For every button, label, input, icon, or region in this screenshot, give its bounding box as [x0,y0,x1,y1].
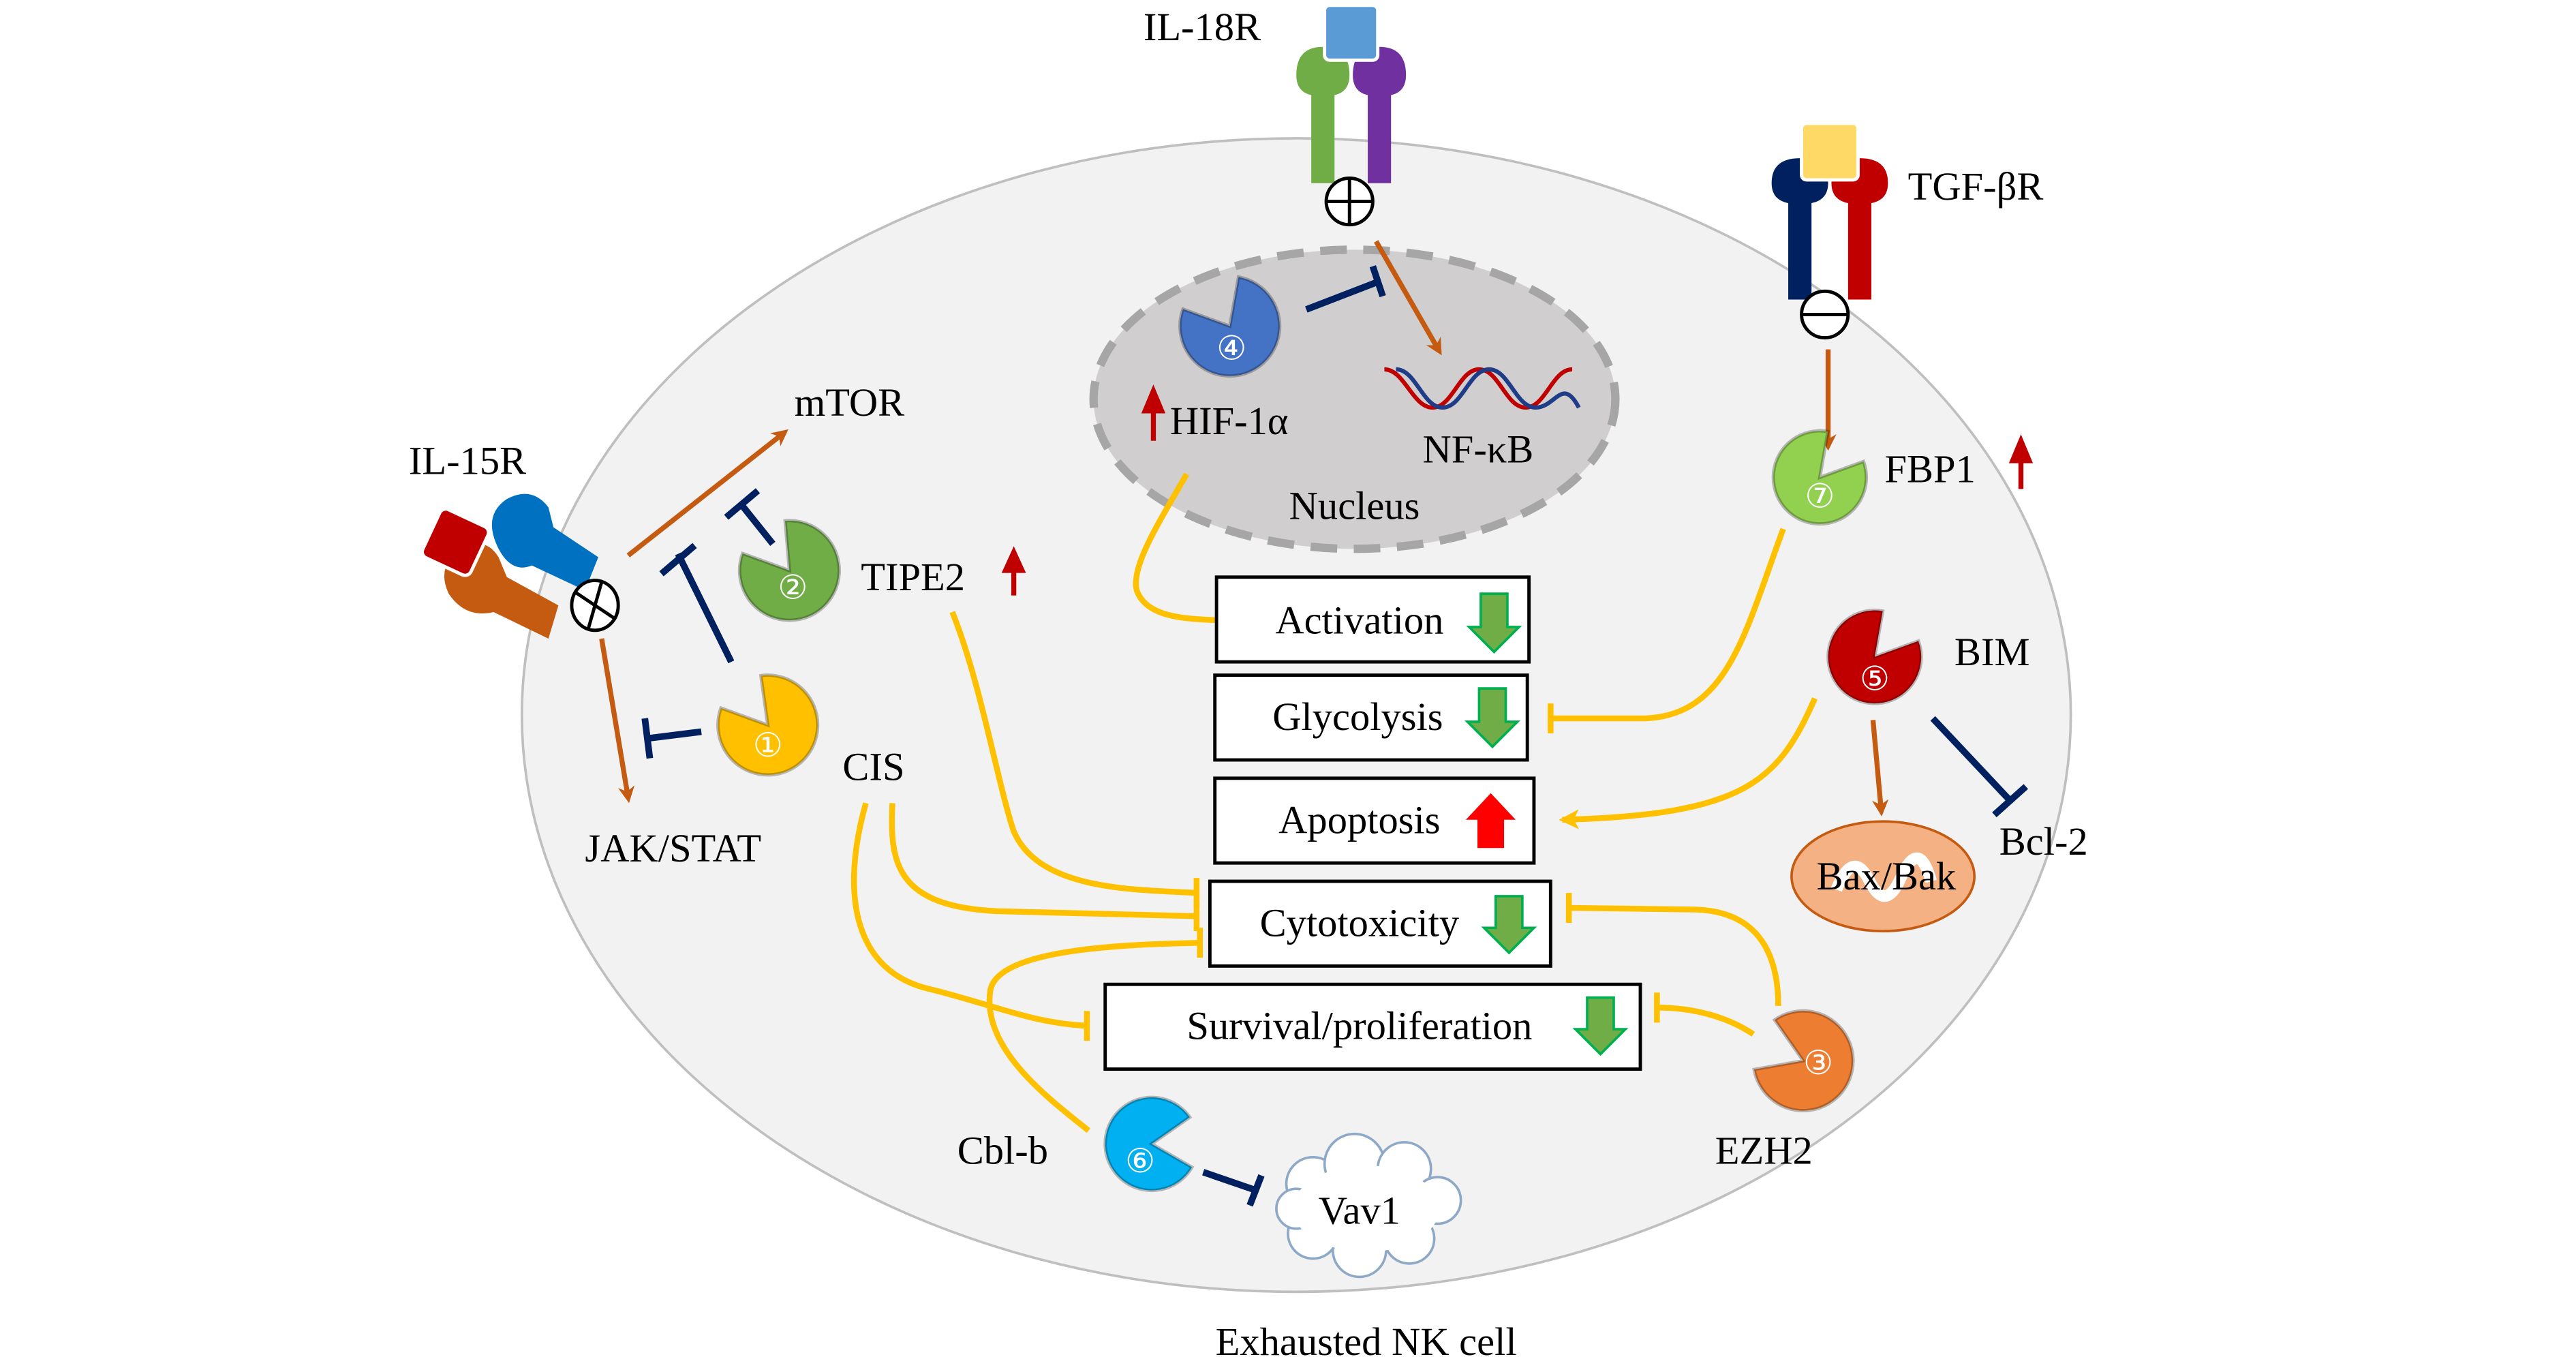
vav1-cloud [1275,1132,1462,1279]
bim-label: BIM [1954,630,2030,674]
effect-bim-apoptosis [1559,697,1818,829]
svg-text:Survival/proliferation: Survival/proliferation [1186,1004,1532,1048]
hif-up-marker [1141,384,1166,441]
enzyme-4-shape [1178,275,1282,378]
arrow-bim-to-baxbak [1870,720,1889,817]
tipe2-up-marker [1001,546,1026,596]
enzyme-2-shape [737,519,841,622]
fbp1-label: FBP1 [1884,447,1975,491]
outcome-apoptosis: Apoptosis [1213,776,1536,865]
arrow-il15r-to-mtor [626,429,788,558]
bcl2-label: Bcl-2 [1999,819,2088,864]
inhibit-enzyme1-jakstat [641,718,702,759]
down-arrow-icon [1466,592,1522,654]
nfkb-label: NF-κB [1423,427,1534,471]
il18r-label: IL-18R [1144,5,1261,49]
outcome-cytotoxicity: Cytotoxicity [1208,879,1552,968]
effect-ezh2-cytotoxicity [1565,893,1781,1006]
svg-text:Apoptosis: Apoptosis [1278,797,1440,842]
down-arrow-icon [1572,996,1629,1056]
effect-ezh2-survival [1654,992,1755,1037]
tgfbr-label: TGF-βR [1908,164,2044,209]
hif-label: HIF-1α [1170,399,1289,443]
inhibit-enzyme6-vav1 [1202,1169,1265,1207]
svg-text:②: ② [778,569,808,606]
enzyme-7-shape [1771,429,1869,526]
up-arrow-icon [1465,793,1516,849]
inhibit-bim-bcl2 [1930,716,2029,818]
outcome-activation: Activation [1214,575,1531,664]
down-arrow-icon [1464,687,1520,749]
nucleus-label: Nucleus [1289,483,1420,528]
il15r-receptor [420,493,598,639]
fbp1-up-marker [2008,434,2034,489]
svg-text:①: ① [753,727,783,764]
effect-fbp1-glycolysis [1548,528,1786,733]
cblb-label: Cbl-b [957,1129,1048,1173]
tgfbr-receptor [1771,121,1888,300]
inhibit-enzyme2-mtor-arrow [724,488,776,547]
svg-text:③: ③ [1803,1045,1833,1082]
enzyme-5-shape [1826,609,1923,705]
svg-text:⑦: ⑦ [1805,478,1835,515]
outcome-glycolysis: Glycolysis [1213,673,1529,762]
enzyme-2: ② [737,519,841,622]
down-arrow-icon [1481,895,1537,955]
enzyme-7: ⑦ [1771,429,1869,526]
ezh2-label: EZH2 [1715,1129,1813,1173]
effect-cblb-cytotoxicity [986,928,1203,1133]
arrow-il18r-to-nfkb [1374,240,1442,356]
enzyme-4: ④ [1178,275,1282,378]
il15r-signal [570,579,620,632]
dna-icon [1384,367,1581,410]
baxbak-mitochondrion [1790,820,1976,933]
jakstat-label: JAK/STAT [585,826,761,870]
svg-text:Glycolysis: Glycolysis [1272,695,1443,739]
enzyme-6-shape [1103,1095,1195,1193]
svg-text:Cytotoxicity: Cytotoxicity [1260,901,1460,945]
enzyme-6: ⑥ [1103,1095,1195,1193]
svg-text:Activation: Activation [1275,598,1443,643]
outcome-survival-proliferation: Survival/proliferation [1103,982,1642,1071]
cis-label: CIS [842,744,904,789]
enzyme-3-shape [1752,1009,1855,1112]
effect-cis-cytotoxicity [889,803,1200,932]
il18r-signal [1324,177,1375,227]
il18r-receptor [1296,3,1407,183]
tipe2-label: TIPE2 [861,555,965,599]
vav1-label: Vav1 [1319,1188,1400,1232]
il15r-label: IL-15R [409,439,526,483]
tgfbr-signal [1800,289,1850,340]
enzyme-1: ① [716,673,820,777]
enzyme-1-shape [716,673,820,777]
mtor-label: mTOR [795,380,904,425]
svg-text:⑤: ⑤ [1860,661,1890,698]
svg-text:⑥: ⑥ [1125,1143,1155,1180]
enzyme-5: ⑤ [1826,609,1923,705]
effect-cis-survival [850,802,1090,1041]
arrow-il15r-to-jakstat [599,638,635,804]
diagram-caption: Exhausted NK cell [1216,1320,1517,1357]
inhibit-enzyme4-nfkb [1305,265,1386,313]
inhibit-enzyme1-mtor-arrow [659,543,735,664]
baxbak-label: Bax/Bak [1817,854,1957,898]
svg-text:④: ④ [1216,330,1246,367]
enzyme-3: ③ [1752,1009,1855,1112]
